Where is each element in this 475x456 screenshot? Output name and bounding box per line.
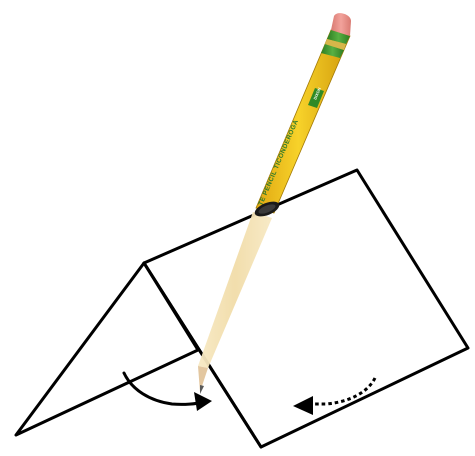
folded-paper-tent [16,170,468,447]
